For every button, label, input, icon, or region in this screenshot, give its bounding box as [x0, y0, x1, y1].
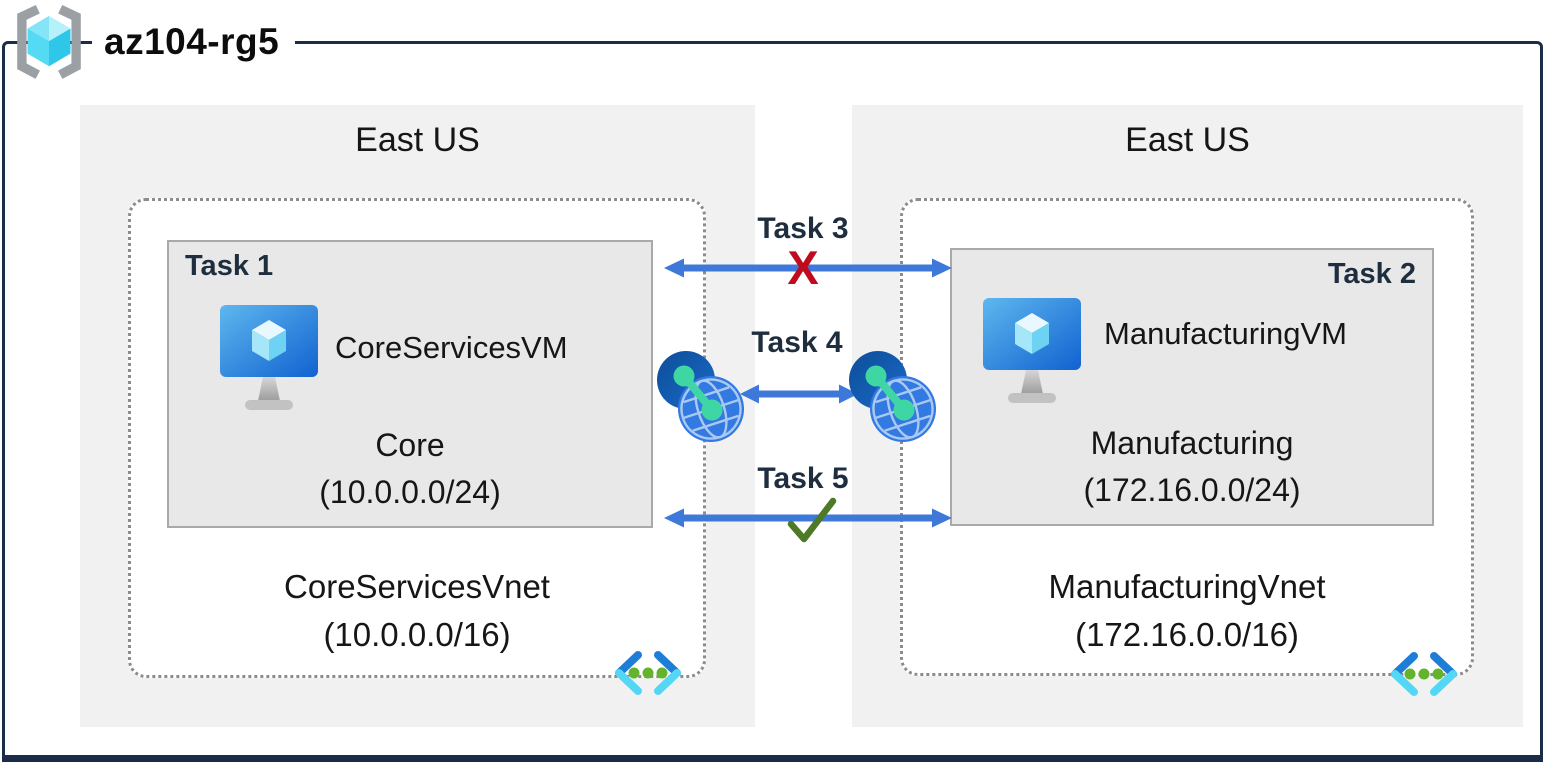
subnet-box-manufacturing: Task 2 ManufacturingVM Manufacturing (17…	[950, 248, 1434, 526]
virtual-network-icon	[1391, 652, 1457, 696]
network-peering-icon	[849, 351, 936, 442]
virtual-machine-icon	[220, 305, 318, 410]
resource-group-title-block: az104-rg5	[6, 2, 296, 82]
resource-group-name: az104-rg5	[92, 19, 296, 65]
task-2-tag: Task 2	[1327, 258, 1416, 290]
subnet-name-block: Core (10.0.0.0/24)	[169, 422, 651, 516]
blocked-x-mark: X	[787, 241, 819, 294]
resource-group-icon	[17, 5, 81, 79]
task-5-label: Task 5	[757, 462, 849, 495]
region-label: East US	[1125, 121, 1250, 159]
subnet-name: Manufacturing	[1090, 425, 1294, 461]
vnet-cidr: (10.0.0.0/16)	[323, 616, 511, 653]
vm-name: ManufacturingVM	[1104, 316, 1347, 351]
vnet-label-block: ManufacturingVnet (172.16.0.0/16)	[900, 563, 1474, 659]
check-mark	[787, 497, 837, 543]
virtual-network-icon	[615, 651, 681, 695]
task-3-label: Task 3	[757, 212, 849, 245]
subnet-name: Core	[375, 427, 445, 463]
vnet-name: CoreServicesVnet	[284, 568, 550, 605]
vnet-cidr: (172.16.0.0/16)	[1075, 616, 1299, 653]
vnet-label-block: CoreServicesVnet (10.0.0.0/16)	[128, 563, 706, 659]
vm-name: CoreServicesVM	[335, 330, 568, 365]
task-4-label: Task 4	[751, 326, 843, 359]
region-label: East US	[355, 121, 480, 159]
subnet-box-core: Task 1 CoreServicesVM Core (10.0.0.0/24)	[167, 240, 653, 528]
vnet-name: ManufacturingVnet	[1048, 568, 1326, 605]
task-3-arrow	[664, 258, 952, 278]
network-peering-icon	[657, 351, 744, 442]
task-4-arrow	[740, 384, 858, 404]
virtual-machine-icon	[983, 298, 1081, 403]
task-5-arrow	[664, 508, 952, 528]
subnet-cidr: (10.0.0.0/24)	[319, 474, 501, 510]
subnet-name-block: Manufacturing (172.16.0.0/24)	[952, 420, 1432, 514]
task-1-tag: Task 1	[185, 250, 274, 282]
resource-group-frame	[2, 41, 1543, 762]
subnet-cidr: (172.16.0.0/24)	[1083, 472, 1301, 508]
